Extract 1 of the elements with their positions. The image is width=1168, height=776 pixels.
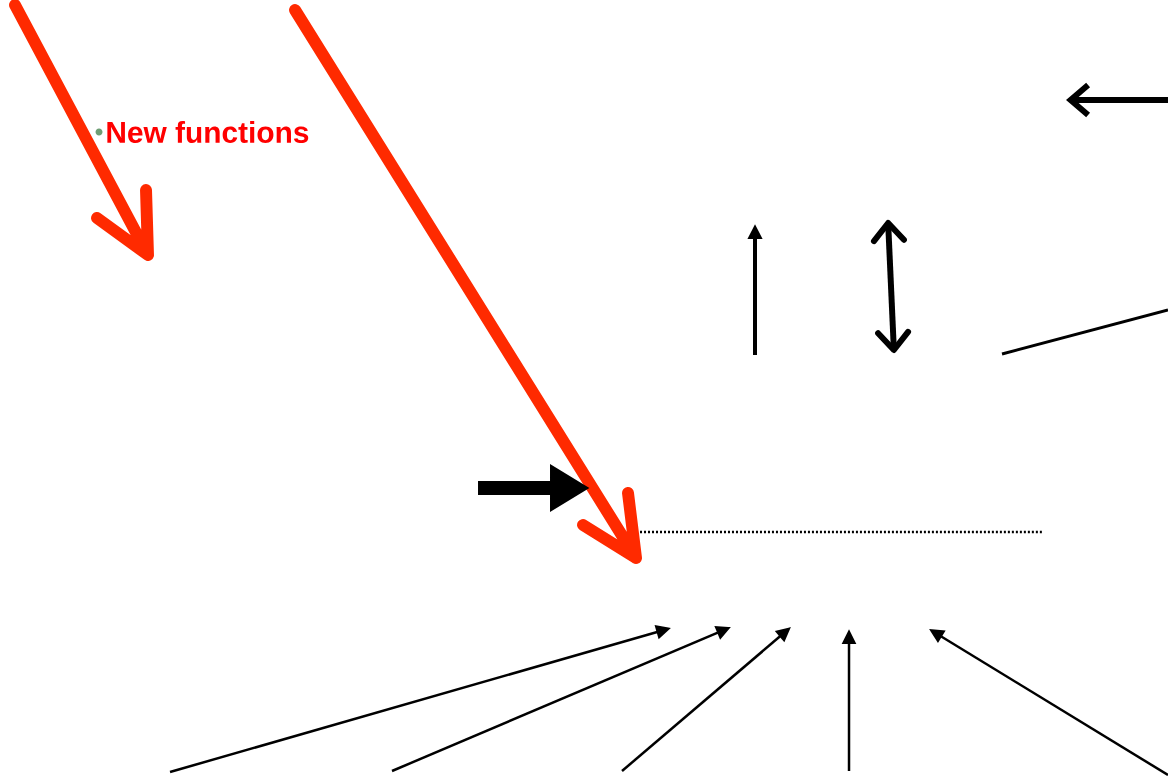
- label: New functions: [107, 121, 309, 143]
